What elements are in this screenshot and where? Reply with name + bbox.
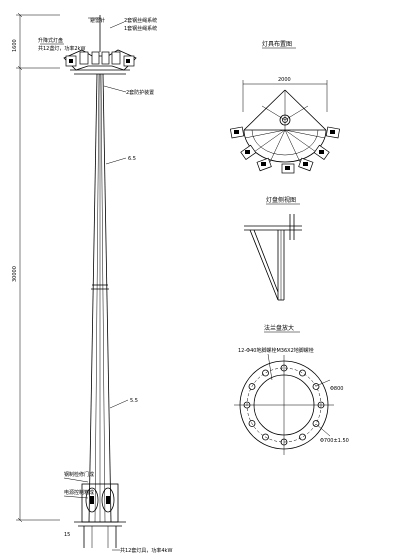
ladder-label: 2套防护装置 <box>126 89 154 96</box>
spec-label-2: 1套钢丝绳系统 <box>124 25 157 32</box>
plan-view: 灯具布置图 2000 <box>229 40 341 174</box>
side-view: 灯盘侧视图 <box>244 196 302 301</box>
side-title: 灯盘侧视图 <box>266 196 296 204</box>
door-label: 钢制检修门成 <box>64 471 94 478</box>
plan-title: 灯具布置图 <box>262 40 292 48</box>
dim-base-label: 15 <box>64 532 70 538</box>
flange-bolt-circle-label: Φ700±1.50 <box>320 438 349 444</box>
plan-dim-label: 2000 <box>278 77 291 83</box>
head-label: 升降式灯盘 <box>38 37 63 44</box>
section-label-1: 6.5 <box>128 156 136 162</box>
spec-label-1: 2套钢丝绳系统 <box>124 17 157 24</box>
lamp-count-label: 共12盏灯，功率2kW <box>38 45 85 52</box>
base-label: 共12套灯具，功率4kW <box>120 547 172 554</box>
flange-view: 法兰盘放大 12-Φ40地脚螺栓M36X2地脚螺栓 Φ800 Φ700±1.50 <box>234 324 349 455</box>
electric-label: 电源控制箱成 <box>64 489 94 496</box>
dim-top-label: 1600 <box>12 39 18 52</box>
lamp-head <box>63 49 137 75</box>
section-label-2: 5.5 <box>130 398 138 404</box>
flange-title: 法兰盘放大 <box>264 324 294 332</box>
pole-elevation: 1600 30000 15 避雷针 升降式灯盘 共12盏灯，功率2kW 2套钢丝… <box>12 12 172 554</box>
dim-main-label: 30000 <box>12 266 18 282</box>
lightning-rod-label: 避雷针 <box>90 17 105 24</box>
flange-bolts-label: 12-Φ40地脚螺栓M36X2地脚螺栓 <box>238 347 314 354</box>
pole-base <box>74 483 126 548</box>
flange-outer-label: Φ800 <box>330 386 343 392</box>
